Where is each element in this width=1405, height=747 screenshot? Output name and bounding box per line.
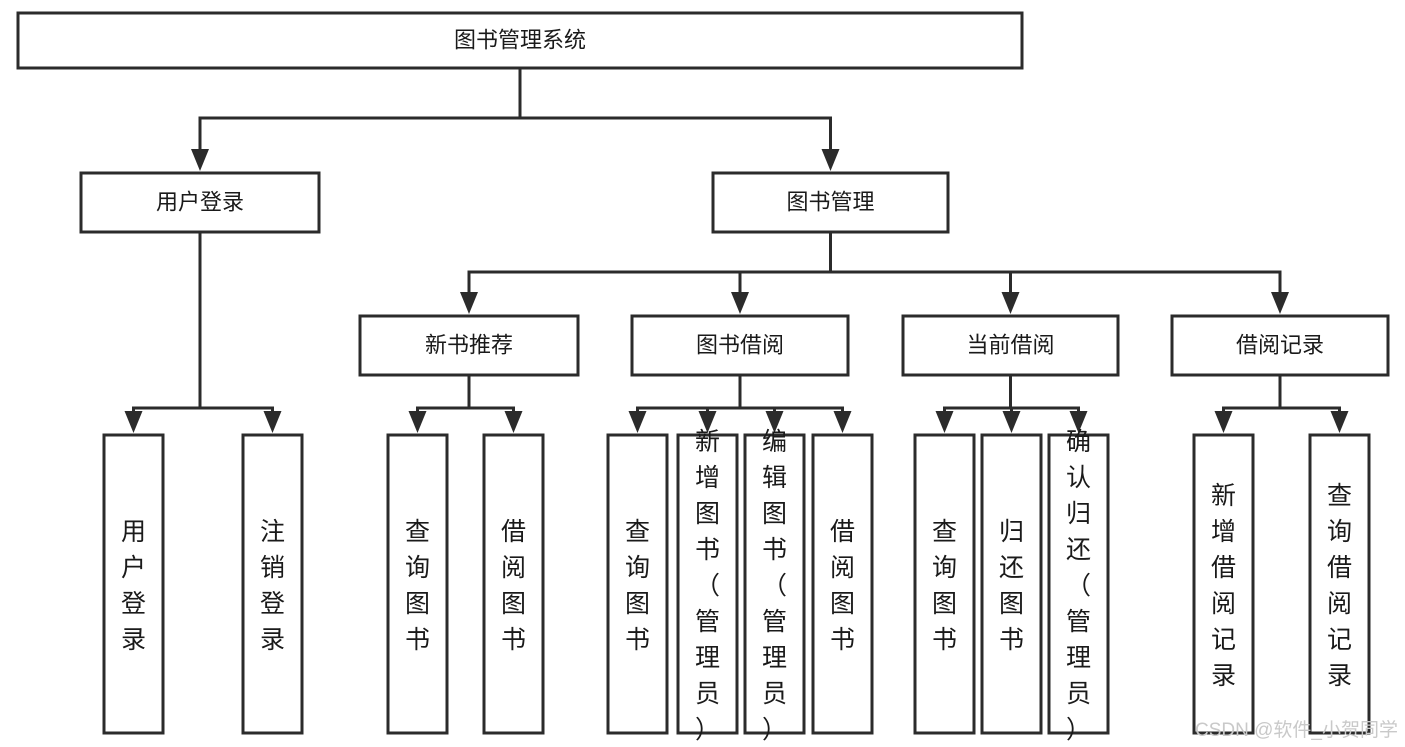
- arrow-head-icon: [263, 411, 282, 433]
- node-leaf-logout[interactable]: 注销登录: [241, 433, 304, 735]
- node-label-leaf-query-record: 查询借阅记录: [1327, 482, 1352, 690]
- node-book-manage[interactable]: 图书管理: [711, 171, 950, 234]
- node-label-leaf-user-login: 用户登录: [121, 518, 146, 654]
- node-leaf-confirm-return[interactable]: 确认归还（管理员）: [1047, 428, 1110, 744]
- node-box-root: [16, 11, 1024, 70]
- node-leaf-user-login[interactable]: 用户登录: [102, 433, 165, 735]
- arrow-head-icon: [935, 411, 954, 433]
- node-leaf-add-book[interactable]: 新增图书（管理员）: [676, 428, 739, 744]
- node-label-leaf-return-book: 归还图书: [999, 518, 1024, 654]
- node-label-book-manage: 图书管理: [786, 189, 874, 214]
- node-box-current-borrow: [901, 314, 1120, 377]
- arrow-head-icon: [765, 411, 784, 433]
- arrow-head-icon: [1214, 411, 1233, 433]
- node-book-borrow[interactable]: 图书借阅: [630, 314, 850, 377]
- arrow-head-icon: [833, 411, 852, 433]
- node-box-book-borrow: [630, 314, 850, 377]
- node-label-leaf-query-book-3: 查询图书: [932, 518, 957, 654]
- node-layer: 图书管理系统用户登录图书管理新书推荐图书借阅当前借阅借阅记录用户登录注销登录查询…: [16, 11, 1390, 744]
- node-box-leaf-edit-book: [743, 433, 806, 735]
- arrow-head-icon: [124, 411, 143, 433]
- node-current-borrow[interactable]: 当前借阅: [901, 314, 1120, 377]
- node-user-login[interactable]: 用户登录: [79, 171, 321, 234]
- connector-group-book-manage: [460, 230, 1289, 314]
- node-box-borrow-record: [1170, 314, 1390, 377]
- node-box-new-book-rec: [358, 314, 580, 377]
- node-root[interactable]: 图书管理系统: [16, 11, 1024, 70]
- node-box-leaf-add-book: [676, 433, 739, 735]
- node-box-leaf-query-book-1: [386, 433, 449, 735]
- node-box-leaf-query-record: [1308, 433, 1371, 735]
- connector-group-borrow-record: [1214, 373, 1349, 433]
- csdn-watermark: CSDN @软件_小贺同学: [1195, 719, 1398, 741]
- node-box-leaf-logout: [241, 433, 304, 735]
- arrow-head-icon: [408, 411, 427, 433]
- arrow-head-icon: [1271, 292, 1289, 314]
- node-label-borrow-record: 借阅记录: [1236, 332, 1324, 357]
- node-leaf-add-record[interactable]: 新增借阅记录: [1192, 433, 1255, 735]
- node-leaf-query-book-2[interactable]: 查询图书: [606, 433, 669, 735]
- connector-layer: [124, 66, 1349, 433]
- node-box-leaf-user-login: [102, 433, 165, 735]
- node-label-leaf-query-book-1: 查询图书: [405, 518, 430, 654]
- arrow-head-icon: [628, 411, 647, 433]
- connector-group-current-borrow: [935, 373, 1088, 433]
- node-box-user-login: [79, 171, 321, 234]
- arrow-head-icon: [731, 292, 749, 314]
- arrow-head-icon: [1069, 411, 1088, 433]
- node-box-leaf-query-book-2: [606, 433, 669, 735]
- node-label-user-login: 用户登录: [156, 189, 244, 214]
- node-label-new-book-rec: 新书推荐: [425, 332, 513, 357]
- connector-group-new-book-rec: [408, 373, 523, 433]
- arrow-head-icon: [460, 292, 478, 314]
- connector-group-root: [191, 66, 840, 171]
- node-leaf-borrow-book-1[interactable]: 借阅图书: [482, 433, 545, 735]
- arrow-head-icon: [1330, 411, 1349, 433]
- arrow-head-icon: [504, 411, 523, 433]
- connector-group-user-login: [124, 230, 282, 433]
- arrow-head-icon: [1002, 411, 1021, 433]
- node-new-book-rec[interactable]: 新书推荐: [358, 314, 580, 377]
- node-label-leaf-logout: 注销登录: [260, 518, 285, 654]
- node-box-leaf-add-record: [1192, 433, 1255, 735]
- node-label-leaf-edit-book: 编辑图书（管理员）: [762, 428, 787, 744]
- node-leaf-query-book-3[interactable]: 查询图书: [913, 433, 976, 735]
- arrow-head-icon: [191, 149, 209, 171]
- node-label-book-borrow: 图书借阅: [696, 332, 784, 357]
- node-leaf-query-book-1[interactable]: 查询图书: [386, 433, 449, 735]
- node-box-leaf-borrow-book-2: [811, 433, 874, 735]
- node-borrow-record[interactable]: 借阅记录: [1170, 314, 1390, 377]
- node-label-leaf-add-book: 新增图书（管理员）: [695, 428, 720, 744]
- node-box-leaf-query-book-3: [913, 433, 976, 735]
- node-label-leaf-add-record: 新增借阅记录: [1211, 482, 1236, 690]
- connector-group-book-borrow: [628, 373, 852, 433]
- arrow-head-icon: [821, 149, 840, 171]
- node-label-root: 图书管理系统: [454, 27, 586, 52]
- node-box-leaf-borrow-book-1: [482, 433, 545, 735]
- node-box-leaf-confirm-return: [1047, 433, 1110, 735]
- node-label-leaf-confirm-return: 确认归还（管理员）: [1066, 428, 1091, 744]
- node-label-leaf-borrow-book-1: 借阅图书: [501, 518, 526, 654]
- node-label-current-borrow: 当前借阅: [966, 332, 1054, 357]
- node-leaf-borrow-book-2[interactable]: 借阅图书: [811, 433, 874, 735]
- node-leaf-query-record[interactable]: 查询借阅记录: [1308, 433, 1371, 735]
- node-leaf-edit-book[interactable]: 编辑图书（管理员）: [743, 428, 806, 744]
- arrow-head-icon: [698, 411, 717, 433]
- node-label-leaf-query-book-2: 查询图书: [625, 518, 650, 654]
- node-box-book-manage: [711, 171, 950, 234]
- node-label-leaf-borrow-book-2: 借阅图书: [830, 518, 855, 654]
- arrow-head-icon: [1001, 292, 1020, 314]
- node-leaf-return-book[interactable]: 归还图书: [980, 433, 1043, 735]
- node-box-leaf-return-book: [980, 433, 1043, 735]
